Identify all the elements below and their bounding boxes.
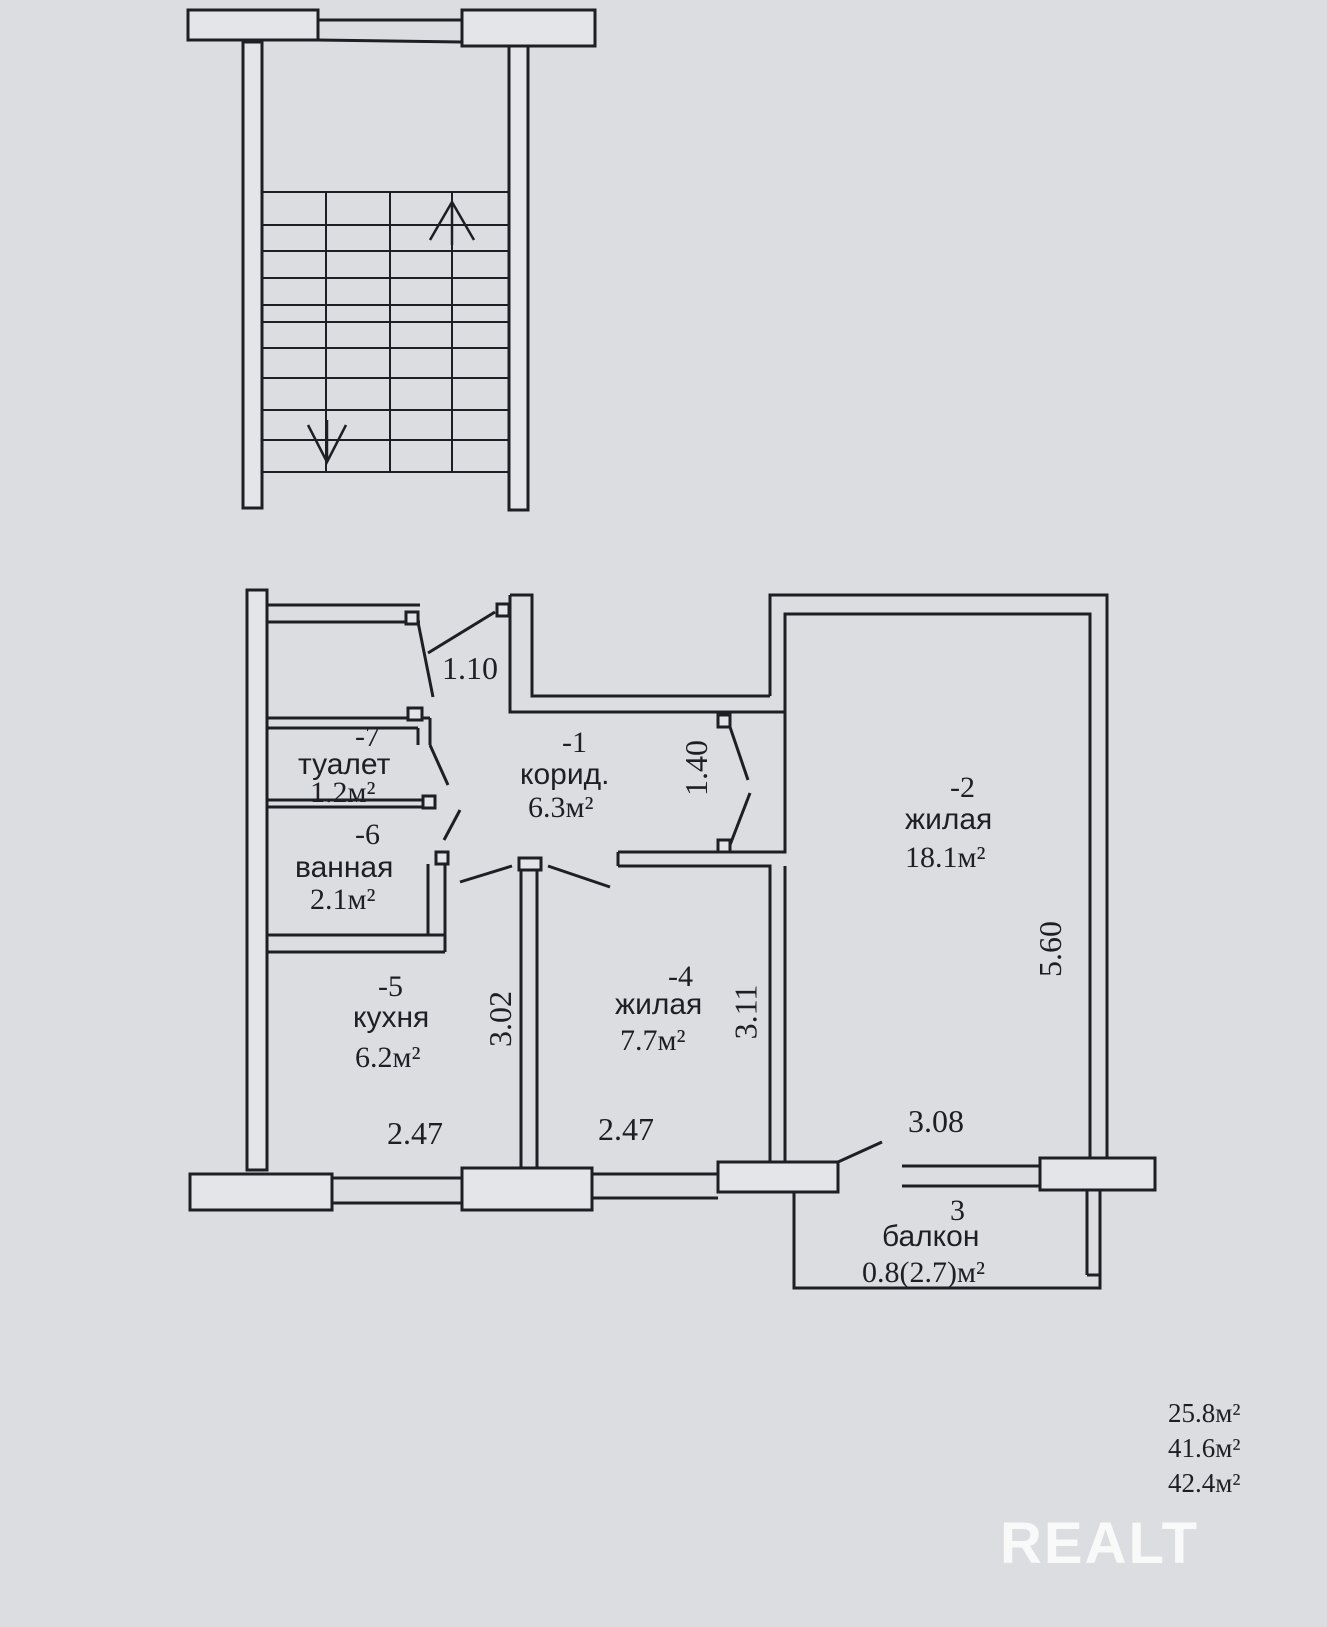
- room-area-kitchen: 6.2м²: [355, 1041, 421, 1074]
- room-name-living-big: жилая: [905, 803, 993, 836]
- dimension-3-11: 3.11: [727, 984, 764, 1040]
- room-name-bath: ванная: [295, 851, 394, 884]
- apartment-walls: [188, 588, 1157, 1290]
- total-area-without-balcony: 41.6м²: [1168, 1433, 1241, 1463]
- total-living-area: 25.8м²: [1168, 1398, 1241, 1428]
- room-area-corridor: 6.3м²: [528, 791, 594, 824]
- dimension-5-60: 5.60: [1032, 921, 1068, 977]
- room-num-corridor: -1: [562, 726, 587, 759]
- room-name-kitchen: кухня: [353, 1001, 430, 1034]
- room-num-balcony: 3: [950, 1194, 965, 1227]
- dimension-3-08: 3.08: [908, 1103, 964, 1139]
- room-area-balcony: 0.8(2.7)м²: [862, 1256, 985, 1289]
- room-name-toilet: туалет: [298, 748, 391, 781]
- stair-arrows: [306, 199, 476, 465]
- dimension-2-47-living: 2.47: [598, 1111, 654, 1147]
- room-area-toilet: 1.2м²: [310, 776, 376, 809]
- room-num-kitchen: -5: [378, 970, 403, 1003]
- room-name-corridor: корид.: [520, 758, 610, 791]
- room-area-living-big: 18.1м²: [905, 841, 986, 874]
- room-num-toilet: -7: [355, 720, 380, 753]
- room-num-living-big: -2: [950, 771, 975, 804]
- room-name-living-small: жилая: [615, 988, 703, 1021]
- dimension-2-47-kitchen: 2.47: [387, 1115, 443, 1151]
- room-name-balcony: балкон: [882, 1220, 980, 1253]
- dimension-1-10: 1.10: [442, 650, 498, 686]
- room-num-living-small: -4: [668, 960, 693, 993]
- dimension-1-40: 1.40: [678, 740, 714, 796]
- realt-watermark-logo: REALT: [1000, 1511, 1200, 1576]
- stairwell: [186, 8, 597, 512]
- room-num-bath: -6: [355, 818, 380, 851]
- room-area-living-small: 7.7м²: [620, 1024, 686, 1057]
- room-area-bath: 2.1м²: [310, 883, 376, 916]
- dimension-3-02: 3.02: [482, 991, 518, 1047]
- total-area-with-balcony: 42.4м²: [1168, 1468, 1241, 1498]
